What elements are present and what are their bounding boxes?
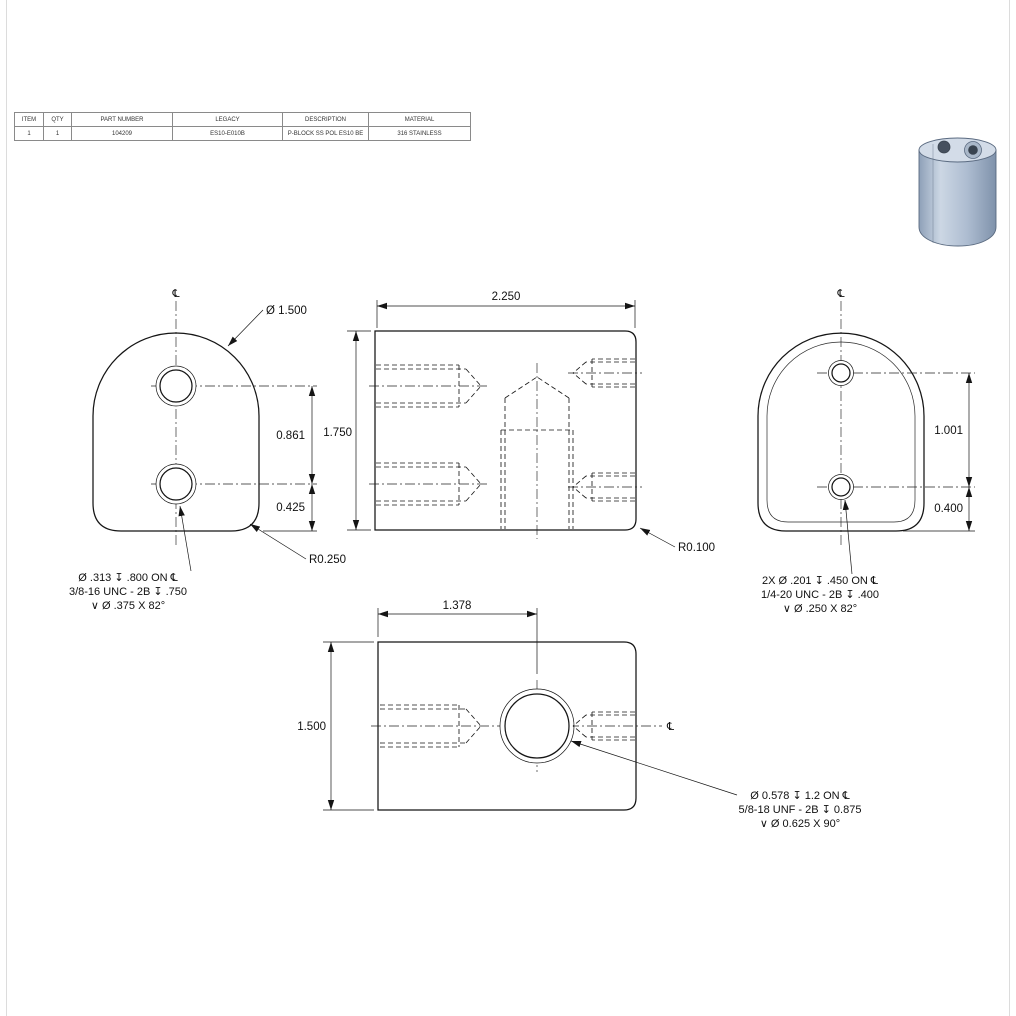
bottom-note-line3: ∨ Ø 0.625 X 90° bbox=[760, 818, 840, 830]
bottom-note-line2: 5/8-18 UNF - 2B ↧ 0.875 bbox=[739, 804, 862, 816]
front-dim-bottom-offset: 0.425 bbox=[276, 484, 316, 531]
bom-cell-material: 316 STAINLESS bbox=[368, 126, 471, 141]
back-view: ℄ 1.001 0.400 bbox=[757, 288, 975, 615]
side-tapped-hole-upper-left bbox=[369, 364, 489, 408]
iso-hole-left bbox=[937, 140, 951, 154]
front-dim-hole-spacing-text: 0.861 bbox=[276, 430, 305, 442]
bottom-view: ℄ bbox=[297, 600, 861, 830]
side-dim-width: 2.250 bbox=[376, 291, 636, 328]
back-inner-contour bbox=[766, 341, 916, 523]
front-note-line3: ∨ Ø .375 X 82° bbox=[91, 600, 165, 612]
back-lower-tapped-hole bbox=[828, 474, 854, 500]
iso-top-face bbox=[918, 137, 997, 163]
front-diameter-callout: Ø 1.500 bbox=[227, 305, 307, 347]
back-hole-note: 2X Ø .201 ↧ .450 ON ℄ 1/4-20 UNC - 2B ↧ … bbox=[761, 499, 879, 615]
bom-cell-description: P-BLOCK SS POL ES10 BE bbox=[282, 126, 369, 141]
side-dim-width-text: 2.250 bbox=[492, 291, 521, 303]
iso-thumbnail bbox=[918, 137, 997, 247]
front-lower-tapped-hole bbox=[155, 463, 197, 505]
back-note-line2: 1/4-20 UNC - 2B ↧ .400 bbox=[761, 589, 879, 601]
bottom-center-tapped-hole bbox=[499, 688, 575, 764]
front-diameter-text: Ø 1.500 bbox=[266, 305, 307, 317]
side-corner-radius-callout: R0.100 bbox=[639, 527, 715, 554]
side-view: 2.250 1.750 R0.100 bbox=[323, 291, 715, 554]
side-dim-height: 1.750 bbox=[323, 330, 371, 531]
side-tapped-hole-lower-right bbox=[568, 472, 642, 502]
bottom-dim-hole-position-text: 1.378 bbox=[443, 600, 472, 612]
back-dim-hole-spacing: 1.001 bbox=[903, 373, 975, 532]
side-outline bbox=[374, 330, 637, 531]
back-note-line3: ∨ Ø .250 X 82° bbox=[783, 603, 857, 615]
bom-data-row: 1 1 104209 ES10-E010B P-BLOCK SS POL ES1… bbox=[14, 126, 471, 141]
bottom-tapped-hole-right bbox=[572, 711, 635, 741]
back-dim-bottom-offset-text: 0.400 bbox=[934, 503, 963, 515]
front-corner-radius-callout: R0.250 bbox=[249, 523, 346, 566]
back-outline bbox=[757, 332, 925, 532]
bottom-note-line1: Ø 0.578 ↧ 1.2 ON ℄ bbox=[750, 790, 849, 802]
bottom-dim-hole-position: 1.378 bbox=[377, 600, 538, 674]
back-centerline-symbol: ℄ bbox=[836, 288, 844, 300]
iso-hole-right bbox=[968, 145, 978, 155]
back-dim-hole-spacing-text: 1.001 bbox=[934, 425, 963, 437]
front-view: ℄ Ø 1.500 0.861 bbox=[69, 288, 346, 612]
front-note-line2: 3/8-16 UNC - 2B ↧ .750 bbox=[69, 586, 187, 598]
side-center-tapped-hole bbox=[500, 363, 574, 539]
front-hole-note: Ø .313 ↧ .800 ON ℄ 3/8-16 UNC - 2B ↧ .75… bbox=[69, 505, 192, 612]
back-dim-bottom-offset: 0.400 bbox=[934, 487, 973, 531]
bom-table: ITEM QTY PART NUMBER LEGACY DESCRIPTION … bbox=[14, 112, 471, 141]
bom-cell-qty: 1 bbox=[43, 126, 72, 141]
front-dim-hole-spacing: 0.861 bbox=[263, 386, 317, 532]
front-outline bbox=[92, 332, 260, 532]
back-note-line1: 2X Ø .201 ↧ .450 ON ℄ bbox=[762, 575, 878, 587]
side-tapped-hole-lower-left bbox=[369, 462, 489, 506]
bottom-dim-height-text: 1.500 bbox=[297, 721, 326, 733]
bottom-tapped-hole-left bbox=[380, 704, 482, 748]
bottom-hole-note: Ø 0.578 ↧ 1.2 ON ℄ 5/8-18 UNF - 2B ↧ 0.8… bbox=[570, 740, 862, 830]
front-dim-bottom-offset-text: 0.425 bbox=[276, 502, 305, 514]
back-upper-tapped-hole bbox=[828, 360, 854, 386]
side-dim-height-text: 1.750 bbox=[323, 427, 352, 439]
bottom-centerline-symbol: ℄ bbox=[666, 721, 674, 733]
bottom-dim-height: 1.500 bbox=[297, 641, 374, 811]
front-centerline-symbol: ℄ bbox=[171, 288, 179, 300]
bottom-outline bbox=[377, 641, 637, 811]
iso-body bbox=[918, 149, 997, 247]
front-upper-tapped-hole bbox=[155, 365, 197, 407]
front-note-line1: Ø .313 ↧ .800 ON ℄ bbox=[78, 572, 177, 584]
side-tapped-hole-upper-right bbox=[568, 358, 642, 388]
front-corner-radius-text: R0.250 bbox=[309, 554, 346, 566]
side-corner-radius-text: R0.100 bbox=[678, 542, 715, 554]
